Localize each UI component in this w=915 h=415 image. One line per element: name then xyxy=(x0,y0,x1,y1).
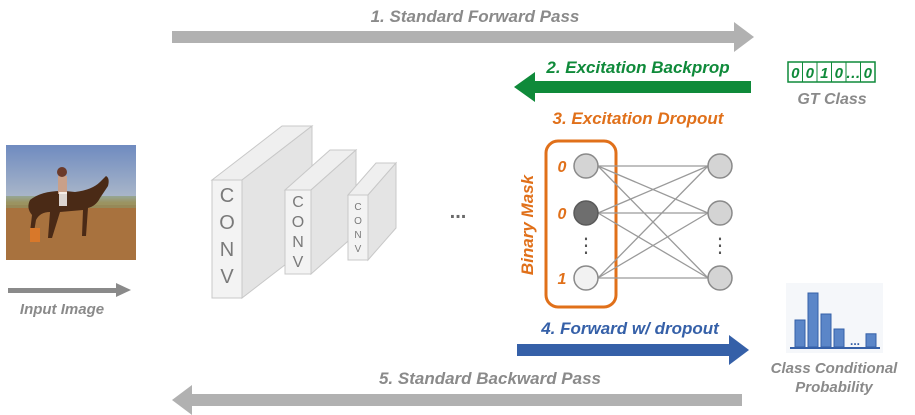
gt-digit: 0 xyxy=(864,65,873,82)
conv-letter: O xyxy=(219,212,235,234)
output-node-1 xyxy=(707,153,733,179)
forward-pass-arrow xyxy=(172,22,754,52)
probability-histogram: ... xyxy=(786,283,883,353)
probability-bar xyxy=(833,328,845,348)
excitation-backprop-label: 2. Excitation Backprop xyxy=(545,58,729,77)
forward-dropout-arrow xyxy=(517,335,749,365)
layer-ellipsis: ... xyxy=(450,201,467,223)
input-image xyxy=(6,145,136,260)
probability-label-line2: Probability xyxy=(795,379,873,396)
conv-letter: C xyxy=(292,194,304,211)
conv-letter: N xyxy=(292,234,304,251)
conv-letter: V xyxy=(220,266,234,288)
right-nodes-ellipsis: ⋮ xyxy=(710,235,730,257)
binary-mask-label: Binary Mask xyxy=(518,173,537,275)
conv-block-medium xyxy=(283,148,358,276)
gt-digit: 0 xyxy=(835,65,844,82)
probability-bar xyxy=(820,313,832,348)
gt-digit: 0 xyxy=(791,65,800,82)
conv-letter: O xyxy=(354,216,362,227)
gt-digit: 1 xyxy=(820,65,828,82)
backward-pass-label: 5. Standard Backward Pass xyxy=(379,369,601,388)
excitation-dropout-label: 3. Excitation Dropout xyxy=(553,109,725,128)
forward-dropout-label: 4. Forward w/ dropout xyxy=(540,319,720,338)
conv-letter: N xyxy=(354,230,361,241)
conv-letter: O xyxy=(292,214,304,231)
probability-label-line1: Class Conditional xyxy=(771,360,899,377)
output-node-3 xyxy=(707,265,733,291)
output-node-2 xyxy=(707,200,733,226)
backward-pass-arrow xyxy=(172,385,742,415)
conv-block-small xyxy=(346,161,398,262)
conv-letter: C xyxy=(220,185,234,207)
mask-node-2-dropped xyxy=(573,200,599,226)
conv-letter: V xyxy=(355,244,362,255)
gt-digit: 0 xyxy=(806,65,815,82)
excitation-backprop-arrow xyxy=(514,72,751,102)
input-arrow xyxy=(8,283,131,297)
mask-value-1: 0 xyxy=(558,159,567,176)
gt-class-label: GT Class xyxy=(797,91,866,108)
network-edges xyxy=(597,165,709,279)
conv-letter: N xyxy=(220,239,234,261)
mask-value-3: 1 xyxy=(558,271,567,288)
probability-bar xyxy=(807,292,819,348)
mask-node-1 xyxy=(573,153,599,179)
input-image-label: Input Image xyxy=(20,301,104,318)
mask-value-2: 0 xyxy=(558,206,567,223)
conv-letter: C xyxy=(354,202,361,213)
left-nodes-ellipsis: ⋮ xyxy=(576,235,596,257)
probability-gap-marker: ... xyxy=(850,334,860,348)
forward-pass-label: 1. Standard Forward Pass xyxy=(371,7,580,26)
mask-node-3 xyxy=(573,265,599,291)
conv-letter: V xyxy=(293,254,304,271)
probability-bar xyxy=(794,319,806,348)
probability-bar xyxy=(865,333,877,348)
gt-digit: … xyxy=(846,65,861,82)
